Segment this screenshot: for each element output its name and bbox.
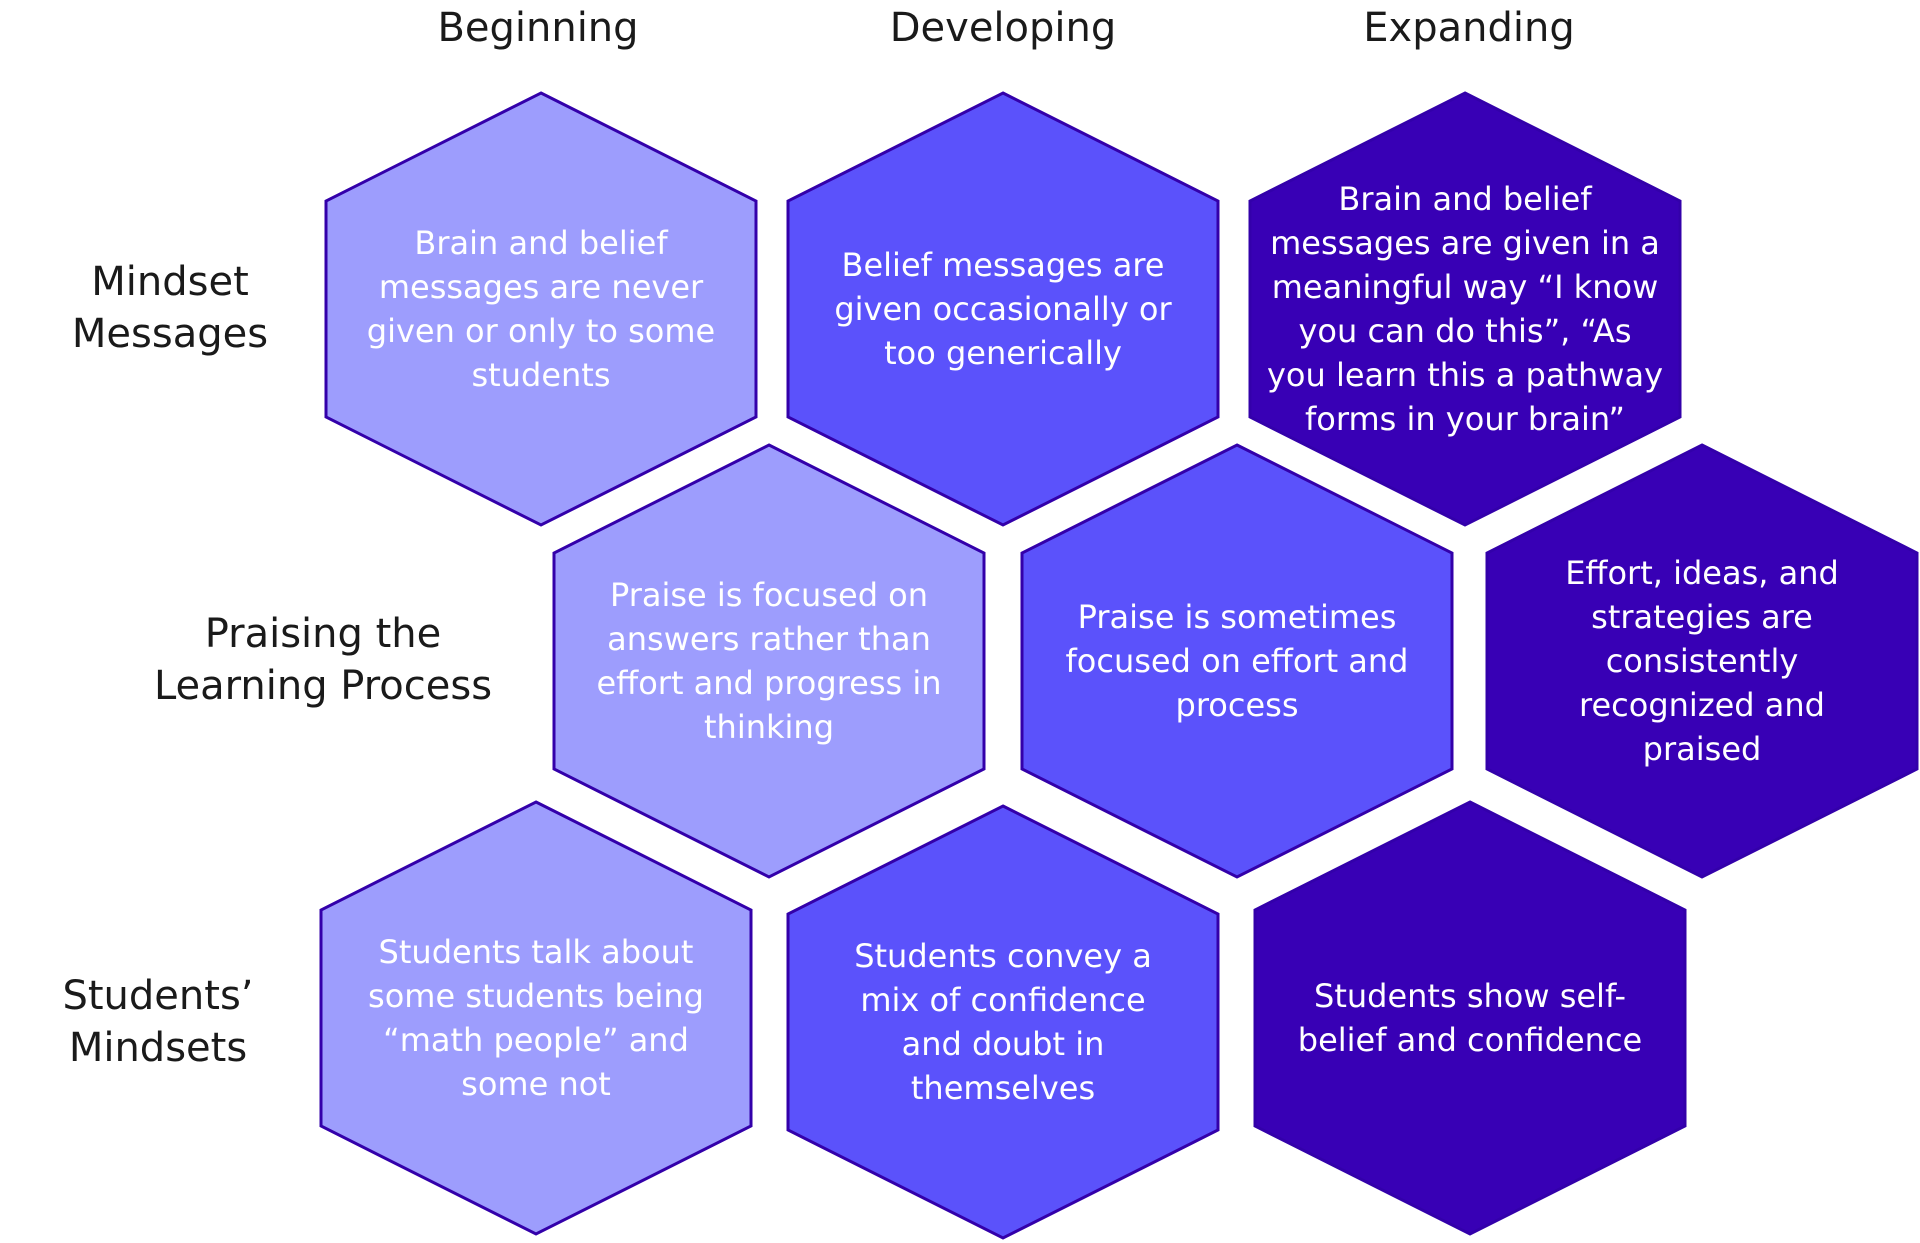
hex-text: Praise is focused on answers rather than… (596, 576, 942, 746)
hex-text: Belief messages are given occasionally o… (834, 246, 1172, 372)
row-label-mindset-messages: Mindset Messages (0, 256, 370, 360)
row-label-line2: Learning Process (153, 663, 493, 709)
hexagon-polygon (1253, 800, 1687, 1236)
hexagon-shape (786, 91, 1220, 527)
hex-text: Brain and belief messages are never give… (366, 224, 716, 394)
hexagon-shape (1253, 800, 1687, 1236)
column-header-beginning: Beginning (437, 5, 639, 51)
hexagon-shape (552, 443, 986, 879)
hex-praising-beginning: Praise is focused on answers rather than… (552, 443, 986, 879)
hexagon-shape (1020, 443, 1454, 879)
hex-text: Effort, ideas, and strategies are consis… (1565, 554, 1839, 768)
hexagon-shape (786, 804, 1220, 1240)
hex-text: Brain and belief messages are given in a… (1266, 180, 1663, 438)
hex-mindset-developing: Belief messages are given occasionally o… (786, 91, 1220, 527)
hexagon-polygon (324, 91, 758, 527)
column-header-developing: Developing (889, 5, 1117, 51)
hexagon-polygon (786, 91, 1220, 527)
hex-students-beginning: Students talk about some students being … (319, 800, 753, 1236)
hex-students-developing: Students convey a mix of confidence and … (786, 804, 1220, 1240)
hex-text: Students show self-belief and confidence (1297, 977, 1643, 1059)
hex-text: Students talk about some students being … (368, 933, 704, 1103)
hexagon-shape (324, 91, 758, 527)
row-label-line1: Praising the (204, 611, 442, 657)
hex-text: Students convey a mix of confidence and … (854, 937, 1152, 1107)
hex-praising-developing: Praise is sometimes focused on effort an… (1020, 443, 1454, 879)
hexagon-shape (1485, 443, 1919, 879)
hex-mindset-beginning: Brain and belief messages are never give… (324, 91, 758, 527)
hexagon-polygon (1248, 91, 1682, 527)
hex-students-expanding: Students show self-belief and confidence (1253, 800, 1687, 1236)
column-header-expanding: Expanding (1363, 5, 1575, 51)
row-label-students-mindsets: Students’ Mindsets (0, 970, 358, 1074)
hexagon-shape (1248, 91, 1682, 527)
hexagon-polygon (786, 804, 1220, 1240)
hexagon-polygon (319, 800, 753, 1236)
hexagon-shape (319, 800, 753, 1236)
hexagon-polygon (1020, 443, 1454, 879)
hexagon-polygon (552, 443, 986, 879)
hex-praising-expanding: Effort, ideas, and strategies are consis… (1485, 443, 1919, 879)
row-label-line2: Messages (71, 311, 269, 357)
hex-mindset-expanding: Brain and belief messages are given in a… (1248, 91, 1682, 527)
row-label-line1: Students’ (62, 973, 254, 1019)
hex-text: Praise is sometimes focused on effort an… (1065, 598, 1409, 724)
row-label-line1: Mindset (91, 259, 249, 305)
row-label-line2: Mindsets (68, 1025, 248, 1071)
row-label-praising: Praising the Learning Process (123, 608, 523, 712)
hexagon-polygon (1485, 443, 1919, 879)
